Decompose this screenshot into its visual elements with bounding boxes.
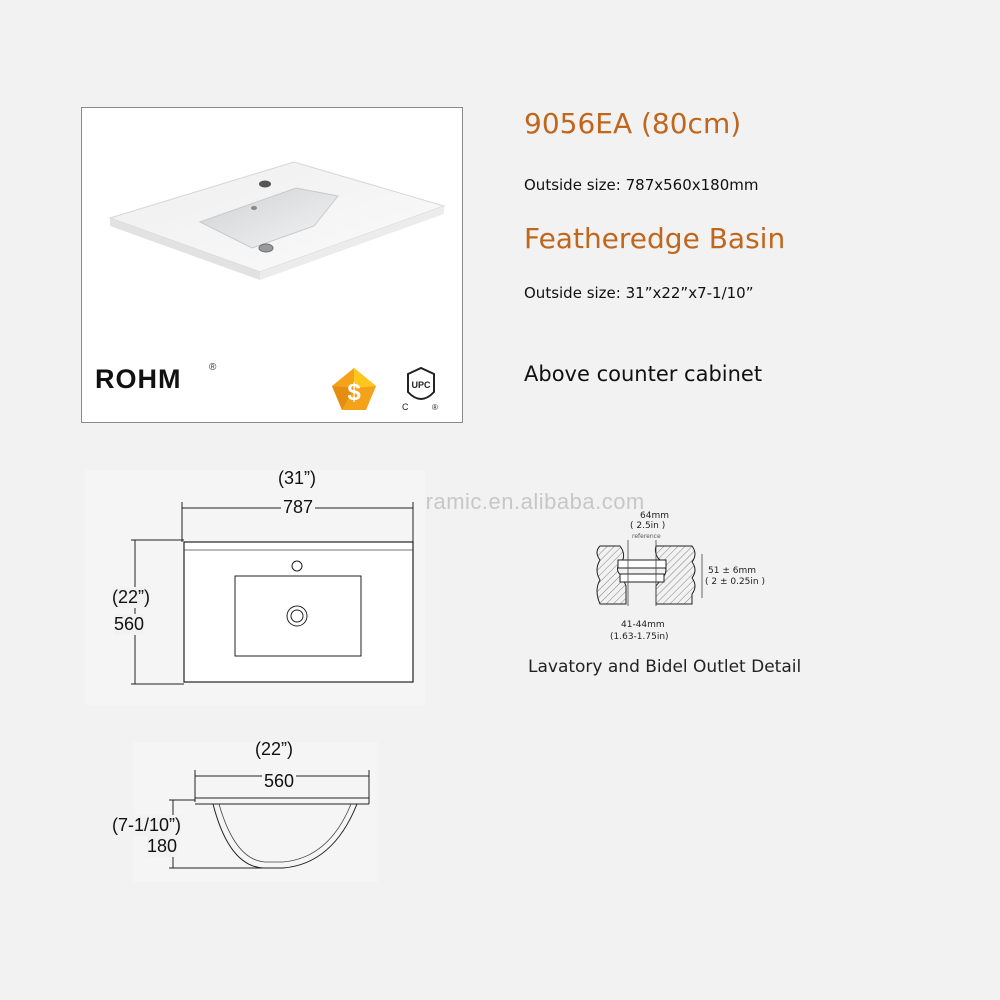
side-view-drawing [133,742,378,882]
side-width-in: (22”) [255,739,294,759]
product-name: Featheredge Basin [524,222,786,255]
top-width-in: (31”) [278,468,317,488]
outlet-right-mm: 51 ± 6mm [708,566,756,576]
outlet-right-in: ( 2 ± 0.25in ) [705,577,765,587]
cert-label: UPC [411,380,431,390]
side-height-in: (7-1/10”) [112,815,182,836]
outlet-bottom-in: (1.63-1.75in) [610,632,669,642]
outlet-detail-caption: Lavatory and Bidel Outlet Detail [528,657,802,677]
side-width-mm: 560 [262,771,297,792]
outlet-detail-drawing [596,540,703,606]
outside-size-mm: Outside size: 787x560x180mm [524,176,759,194]
top-depth-mm: 560 [114,614,145,635]
dollar-badge-icon: $ [332,368,376,410]
cert-reg-mark: ® [432,403,438,412]
basin-photo [108,161,446,280]
badge-symbol: $ [347,379,361,406]
upc-cert-icon: UPC C ® [402,366,438,412]
installation-note: Above counter cabinet [524,362,763,386]
product-photo-panel: $ UPC C ® [81,107,463,423]
outlet-reference: reference [632,533,661,540]
top-view-drawing [85,470,425,705]
top-depth-in: (22”) [112,587,151,608]
outside-size-in: Outside size: 31”x22”x7-1/10” [524,284,754,302]
side-height-mm: 180 [147,836,178,857]
outlet-top-mm: 64mm [640,511,669,521]
outlet-top-in: ( 2.5in ) [630,521,666,531]
brand-logo: ROHM [95,364,182,394]
cert-letter: C [402,402,409,412]
product-model: 9056EA (80cm) [524,107,742,140]
brand-reg-mark: ® [209,362,217,373]
outlet-bottom-mm: 41-44mm [621,620,665,630]
top-width-mm: 787 [281,497,316,518]
